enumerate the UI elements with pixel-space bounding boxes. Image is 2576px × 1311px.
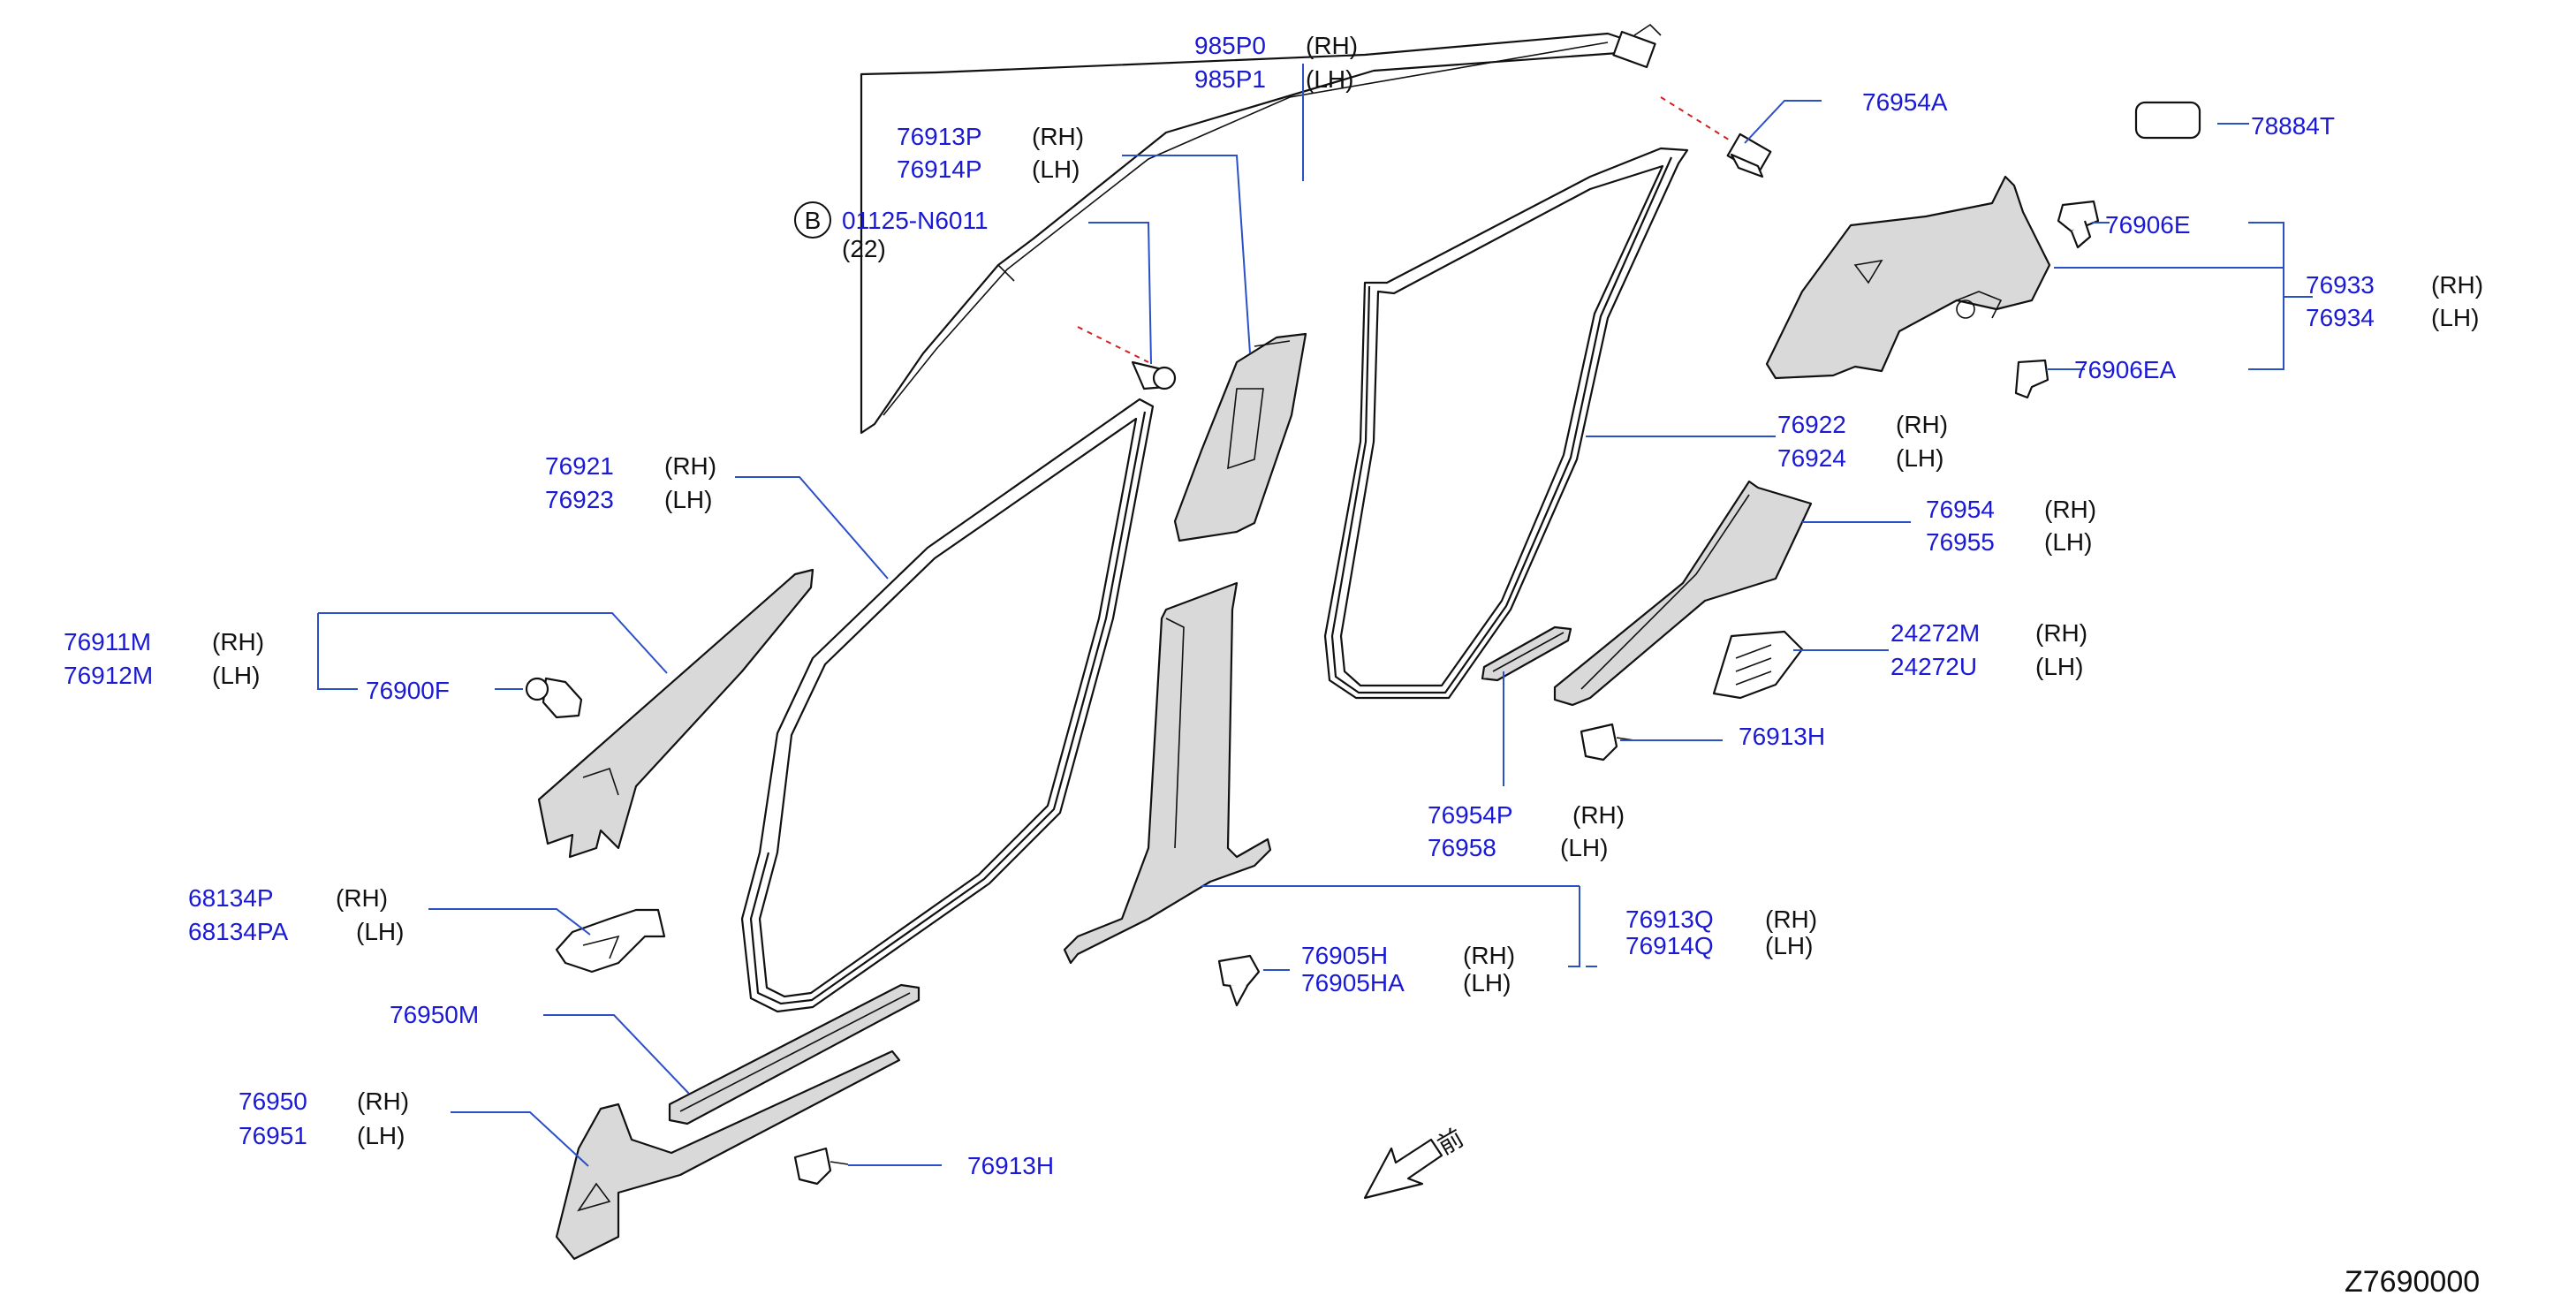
label-68134PA: 68134PA [188, 918, 288, 945]
label-68134P-side: (RH) [336, 884, 388, 912]
label-76933-side: (RH) [2431, 271, 2483, 299]
clip-icon[interactable] [2014, 359, 2049, 399]
clip-icon[interactable] [1580, 723, 1635, 762]
label-76922: 76922 [1777, 411, 1846, 438]
label-78884T: 78884T [2251, 112, 2335, 140]
label-76955: 76955 [1926, 528, 1995, 556]
label-76912M-side: (LH) [212, 662, 260, 689]
label-76922-side: (RH) [1896, 411, 1948, 438]
label-76924: 76924 [1777, 444, 1846, 472]
label-76912M: 76912M [64, 662, 153, 689]
bolt-icon[interactable] [1077, 326, 1177, 390]
label-76911M-side: (RH) [212, 628, 264, 656]
label-76954P-side: (RH) [1572, 801, 1625, 829]
label-76914Q: 76914Q [1625, 932, 1714, 959]
label-01125-qty: (22) [842, 235, 886, 262]
front-sill-trim-part[interactable] [555, 1050, 901, 1261]
lower-b-pillar-trim-part[interactable] [1063, 581, 1272, 965]
rear-sill-trim-part[interactable] [1553, 480, 1813, 707]
label-76950: 76950 [239, 1087, 307, 1115]
label-76913Q-side: (RH) [1765, 906, 1817, 933]
label-76914P: 76914P [897, 155, 982, 183]
label-76958-side: (LH) [1560, 834, 1608, 861]
label-76911M: 76911M [64, 628, 151, 656]
clip-icon[interactable] [1217, 954, 1261, 1007]
label-76905HA-side: (LH) [1463, 969, 1511, 997]
label-76954P: 76954P [1428, 801, 1513, 829]
label-76950-side: (RH) [357, 1087, 409, 1115]
label-24272M-side: (RH) [2035, 619, 2087, 647]
label-76921: 76921 [545, 452, 614, 480]
label-76914Q-side: (LH) [1765, 932, 1813, 959]
diagram-code: Z7690000 [2345, 1265, 2480, 1299]
clip-icon[interactable] [525, 677, 583, 719]
rear-kicking-plate-part[interactable] [1481, 625, 1572, 682]
rear-quarter-trim-part[interactable] [1765, 175, 2051, 380]
label-985P1-side: (LH) [1306, 65, 1353, 93]
label-76905H-side: (RH) [1463, 942, 1515, 969]
label-76954-side: (RH) [2044, 496, 2096, 523]
label-76951: 76951 [239, 1122, 307, 1149]
label-76950M: 76950M [390, 1001, 479, 1028]
label-24272U-side: (LH) [2035, 653, 2083, 680]
label-76921-side: (RH) [664, 452, 716, 480]
label-76913P: 76913P [897, 123, 982, 150]
clip-icon[interactable] [793, 1147, 849, 1186]
leader-lines [317, 64, 2313, 1167]
label-76913Q: 76913Q [1625, 906, 1714, 933]
label-68134PA-side: (LH) [356, 918, 404, 945]
label-985P0: 985P0 [1194, 32, 1266, 59]
label-01125-N6011: 01125-N6011 [842, 207, 989, 234]
blank-label-icon[interactable] [2134, 101, 2201, 140]
label-985P0-side: (RH) [1306, 32, 1358, 59]
label-76934: 76934 [2306, 304, 2375, 331]
label-76954: 76954 [1926, 496, 1995, 523]
bolt-badge: B [794, 201, 831, 239]
upper-b-pillar-trim-part[interactable] [1173, 332, 1307, 542]
label-76905HA: 76905HA [1301, 969, 1405, 997]
label-76954A: 76954A [1862, 88, 1948, 116]
rear-door-weatherstrip-part[interactable] [1323, 147, 1689, 700]
label-76913H-upper: 76913H [1739, 723, 1825, 750]
clip-icon[interactable] [2057, 200, 2100, 249]
kicking-plate-part[interactable] [668, 983, 921, 1125]
label-76914P-side: (LH) [1032, 155, 1080, 183]
a-pillar-trim-part[interactable] [537, 568, 814, 859]
bracket-part[interactable] [555, 908, 666, 974]
label-76923: 76923 [545, 486, 614, 513]
label-76951-side: (LH) [357, 1122, 405, 1149]
label-76913H-lower: 76913H [967, 1152, 1054, 1179]
label-24272U: 24272U [1890, 653, 1977, 680]
label-76906E: 76906E [2105, 211, 2191, 239]
harness-bracket-part[interactable] [1712, 630, 1804, 700]
label-76900F: 76900F [366, 677, 450, 704]
label-76934-side: (LH) [2431, 304, 2479, 331]
curtain-airbag-part[interactable] [860, 23, 1662, 435]
label-68134P: 68134P [188, 884, 274, 912]
label-24272M: 24272M [1890, 619, 1980, 647]
label-76905H: 76905H [1301, 942, 1388, 969]
bolt-icon[interactable] [1660, 96, 1772, 178]
label-76958: 76958 [1428, 834, 1496, 861]
bolt-badge-letter: B [805, 207, 822, 234]
label-76933: 76933 [2306, 271, 2375, 299]
label-76906EA: 76906EA [2074, 356, 2177, 383]
front-direction-arrow-icon [1363, 1138, 1443, 1200]
label-76924-side: (LH) [1896, 444, 1943, 472]
label-76913P-side: (RH) [1032, 123, 1084, 150]
label-76955-side: (LH) [2044, 528, 2092, 556]
front-door-weatherstrip-part[interactable] [740, 398, 1155, 1013]
label-76923-side: (LH) [664, 486, 712, 513]
label-985P1: 985P1 [1194, 65, 1266, 93]
